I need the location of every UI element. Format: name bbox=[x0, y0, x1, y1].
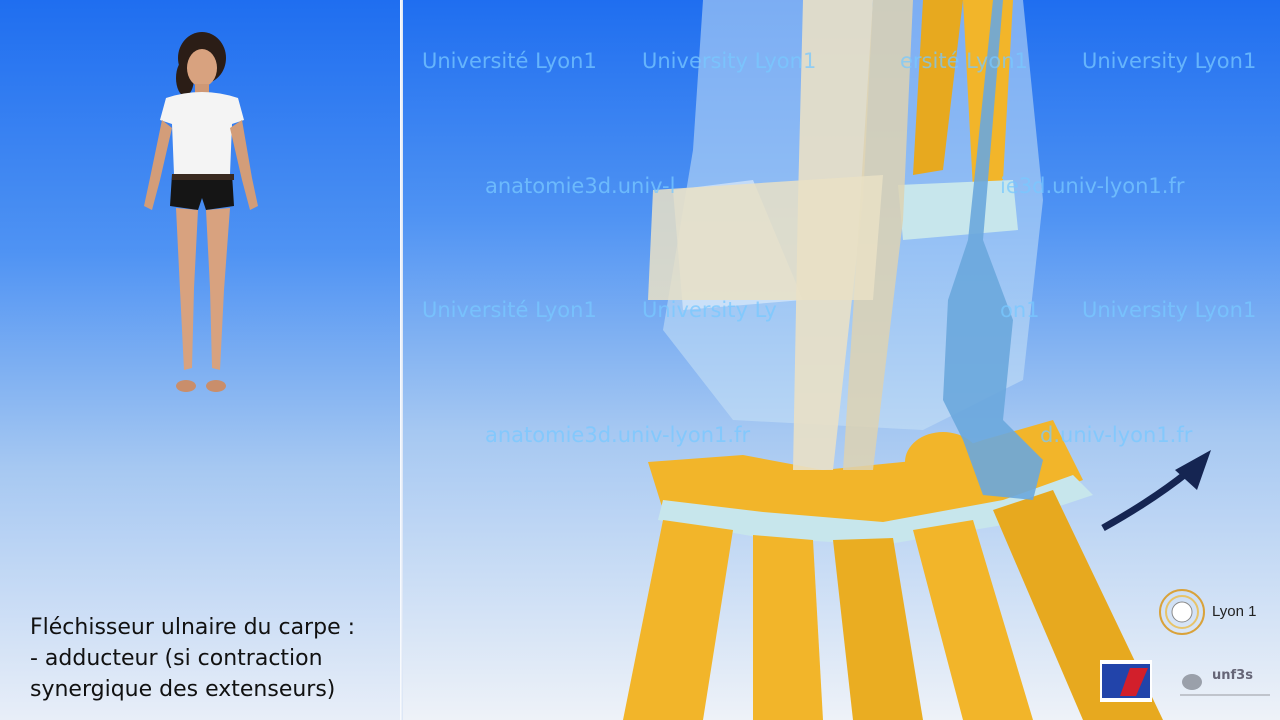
panel-divider bbox=[400, 0, 403, 720]
caption-line: - adducteur (si contraction bbox=[30, 646, 323, 671]
watermark: University Lyon1 bbox=[1082, 298, 1257, 322]
watermark: d.univ-lyon1.fr bbox=[1040, 423, 1193, 447]
watermark: University Lyon1 bbox=[1082, 49, 1257, 73]
watermark: Université Lyon1 bbox=[422, 49, 597, 73]
uv2s-logo bbox=[1100, 660, 1152, 702]
caption-line: Fléchisseur ulnaire du carpe : bbox=[30, 615, 356, 640]
caption-line: synergique des extenseurs) bbox=[30, 677, 336, 702]
unf3s-logo bbox=[1180, 674, 1270, 696]
unf3s-logo-label: unf3s bbox=[1212, 668, 1253, 683]
watermark: University Ly bbox=[642, 298, 777, 322]
wrist-anatomy-illustration bbox=[623, 0, 1211, 720]
watermark: anatomie3d.univ-l bbox=[485, 174, 676, 198]
caption-text: Fléchisseur ulnaire du carpe : - adducte… bbox=[30, 612, 400, 705]
watermark: Université Lyon1 bbox=[422, 298, 597, 322]
human-figure-thumbnail bbox=[144, 32, 258, 392]
watermark: ie3d.univ-lyon1.fr bbox=[1000, 174, 1185, 198]
lyon1-logo-label: Lyon 1 bbox=[1212, 603, 1257, 620]
watermark: University Lyon1 bbox=[642, 49, 817, 73]
watermark: ersité Lyon1 bbox=[900, 49, 1028, 73]
lyon1-logo bbox=[1159, 589, 1205, 635]
watermark: anatomie3d.univ-lyon1.fr bbox=[485, 423, 751, 447]
watermark: on1 bbox=[1000, 298, 1040, 322]
